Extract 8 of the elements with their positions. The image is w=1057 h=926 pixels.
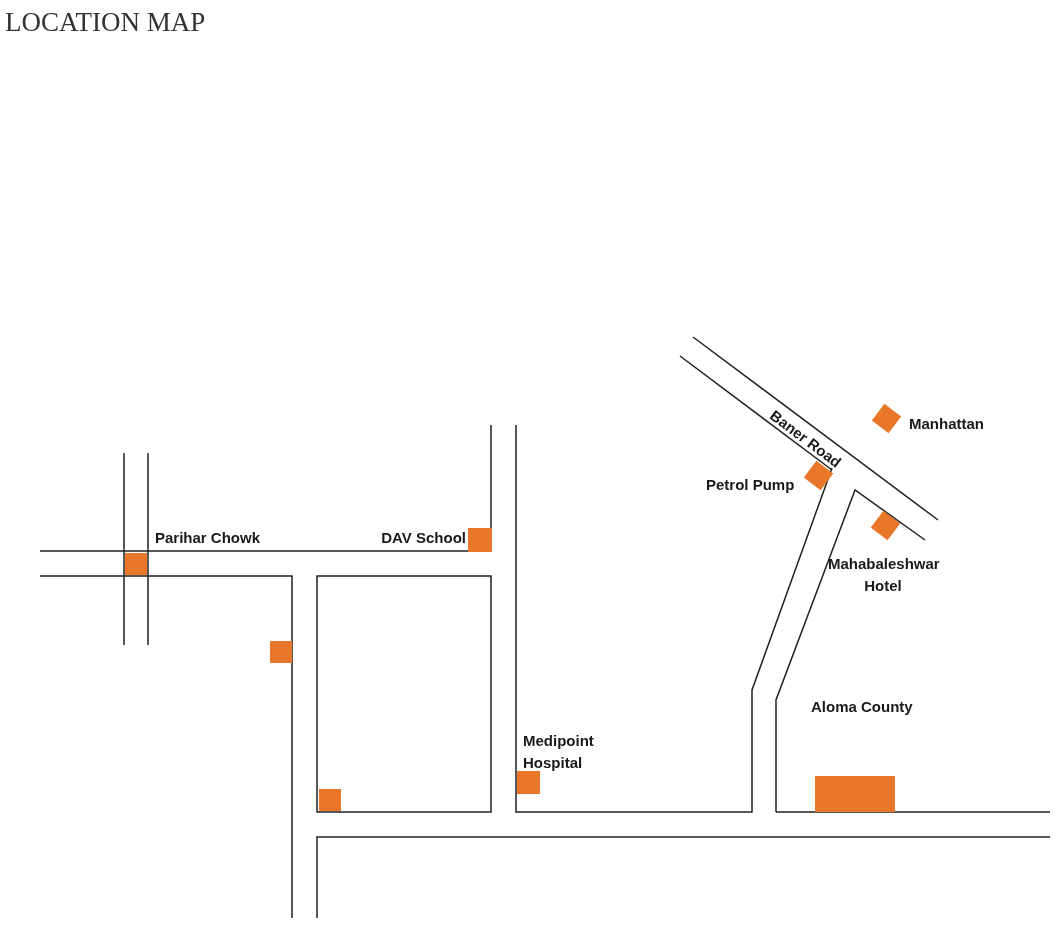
place-label: Medipoint Hospital: [523, 731, 595, 773]
place-label: Manhattan: [909, 414, 984, 434]
place-label: Parihar Chowk: [155, 528, 261, 548]
place-label: Petrol Pump: [706, 475, 795, 495]
map-title: LOCATION MAP: [5, 6, 206, 39]
place-label: Aloma County: [811, 697, 913, 717]
place-label: Mahabaleshwar Hotel: [828, 554, 938, 596]
place-label: DAV School: [380, 528, 466, 548]
